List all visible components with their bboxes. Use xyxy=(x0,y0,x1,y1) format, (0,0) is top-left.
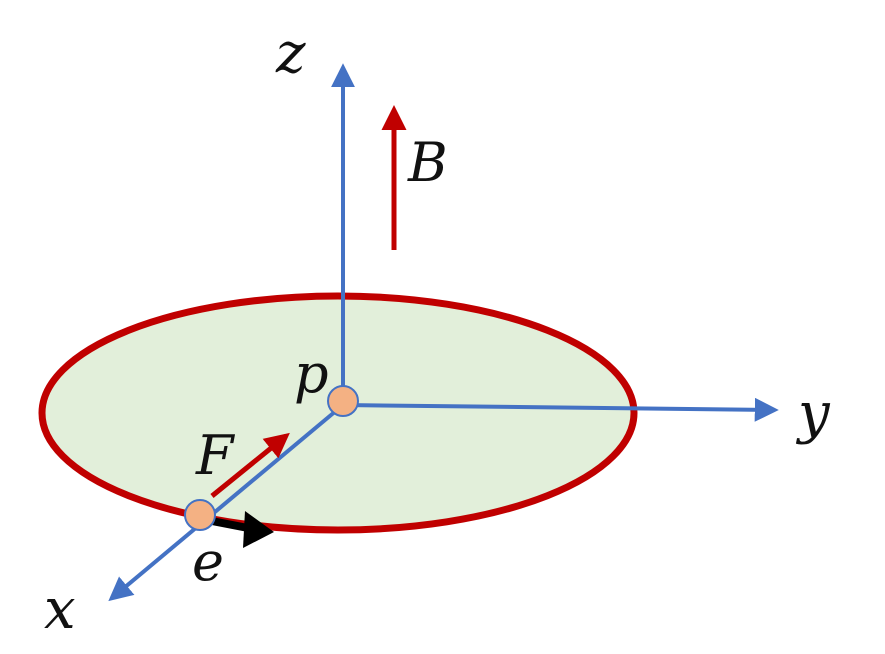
magnetic-field-label: B xyxy=(407,131,448,194)
force-label: F xyxy=(195,424,236,487)
electron-label: e xyxy=(192,530,224,593)
y-axis-line xyxy=(342,397,779,422)
electron-circle xyxy=(184,499,216,531)
proton-circle xyxy=(327,385,359,417)
force-arrow xyxy=(210,432,290,498)
y-axis-label: y xyxy=(795,381,831,446)
x-axis-label: x xyxy=(44,577,76,642)
proton-label: p xyxy=(294,342,329,405)
z-axis-label: z xyxy=(275,21,306,86)
x-axis-line xyxy=(108,403,345,602)
